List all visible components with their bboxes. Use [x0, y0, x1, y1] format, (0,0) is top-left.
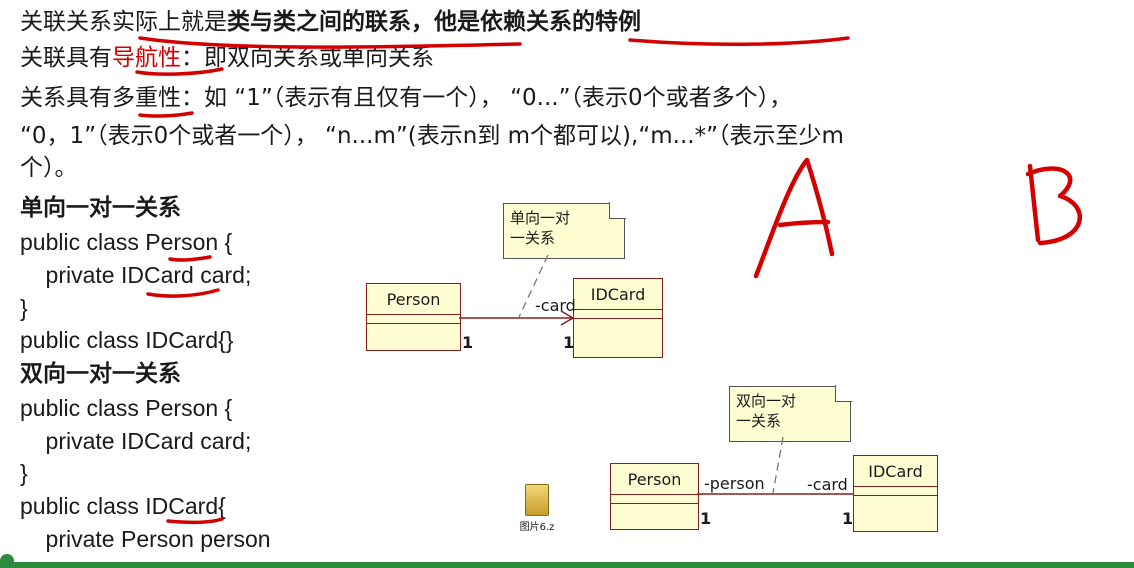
bottom-status-bar — [0, 554, 1134, 568]
line-2-a: 关联具有 — [20, 45, 112, 71]
diagram2-note-anchor — [772, 436, 784, 494]
section1-code-2: private IDCard card; — [20, 262, 252, 288]
diagram1-class-person-name: Person — [367, 284, 460, 315]
diagram2-class-person-name: Person — [611, 464, 698, 495]
diagram2-role-a: -person — [704, 474, 765, 493]
section2-code-1: public class Person { — [20, 395, 233, 421]
section2-code-3: } — [20, 460, 28, 486]
diagram1-note-line1: 单向一对 — [510, 209, 571, 227]
diagram1-note-line2: 一关系 — [510, 229, 556, 247]
line-3: 关系具有多重性：如 “1”（表示有且仅有一个）， “0...”（表示0个或者多个… — [20, 85, 793, 111]
diagram1-mult-a: 1 — [462, 333, 474, 352]
diagram1-note: 单向一对 一关系 — [503, 202, 626, 259]
section2-code-4: public class IDCard{ — [20, 493, 226, 519]
section1-code-3: } — [20, 295, 28, 321]
diagram1-class-idcard-attrs — [574, 310, 662, 319]
section2-code-5: private Person person — [20, 526, 271, 552]
file-icon-shortcut[interactable]: 图片6.z — [512, 484, 562, 533]
section2-code-2: private IDCard card; — [20, 428, 252, 454]
diagram2-mult-a: 1 — [700, 509, 712, 528]
diagram2-class-idcard-attrs — [854, 487, 937, 496]
section1-code-4: public class IDCard{} — [20, 327, 234, 353]
line-2: 关联具有导航性：即双向关系或单向关系 — [20, 42, 434, 74]
diagram1-class-idcard: IDCard — [573, 278, 663, 358]
handwritten-b — [1025, 163, 1083, 246]
diagram2-mult-b: 1 — [842, 509, 854, 528]
section1-code-1: public class Person { — [20, 229, 233, 255]
section2-title: 双向一对一关系 — [20, 361, 181, 387]
line-5: 个）。 — [20, 155, 78, 181]
diagram2-note-line1: 双向一对 — [736, 392, 797, 410]
underline-line1-right — [628, 36, 850, 47]
line-4: “0，1”（表示0个或者一个）， “n...m”(表示n到 m个都可以),“m.… — [20, 123, 844, 149]
handwritten-a — [753, 157, 835, 279]
diagram2-note: 双向一对 一关系 — [729, 385, 852, 442]
diagram1-role: -card — [535, 296, 576, 315]
diagram2-class-person-attrs — [611, 495, 698, 504]
diagram2-class-person: Person — [610, 463, 699, 530]
line-1: 关联关系实际上就是类与类之间的联系，他是依赖关系的特例 — [20, 6, 641, 38]
line-2-c: ：即双向关系或单向关系 — [181, 45, 434, 71]
diagram1-class-person-attrs — [367, 315, 460, 324]
diagram1-class-idcard-name: IDCard — [574, 279, 662, 310]
line-2-navigability: 导航性 — [112, 45, 181, 71]
diagram1-class-person: Person — [366, 283, 461, 351]
zip-file-icon — [525, 484, 549, 516]
diagram1-mult-b: 1 — [563, 333, 575, 352]
bar-dot — [0, 554, 14, 568]
line-1-b: 类与类之间的联系，他是依赖关系的特例 — [227, 9, 641, 35]
line-1-a: 关联关系实际上就是 — [20, 9, 227, 35]
section1-title: 单向一对一关系 — [20, 195, 181, 221]
diagram2-role-b: -card — [807, 475, 848, 494]
diagram2-class-idcard-name: IDCard — [854, 456, 937, 487]
diagram2-note-line2: 一关系 — [736, 412, 782, 430]
diagram2-class-idcard: IDCard — [853, 455, 938, 532]
file-icon-label: 图片6.z — [519, 522, 555, 533]
